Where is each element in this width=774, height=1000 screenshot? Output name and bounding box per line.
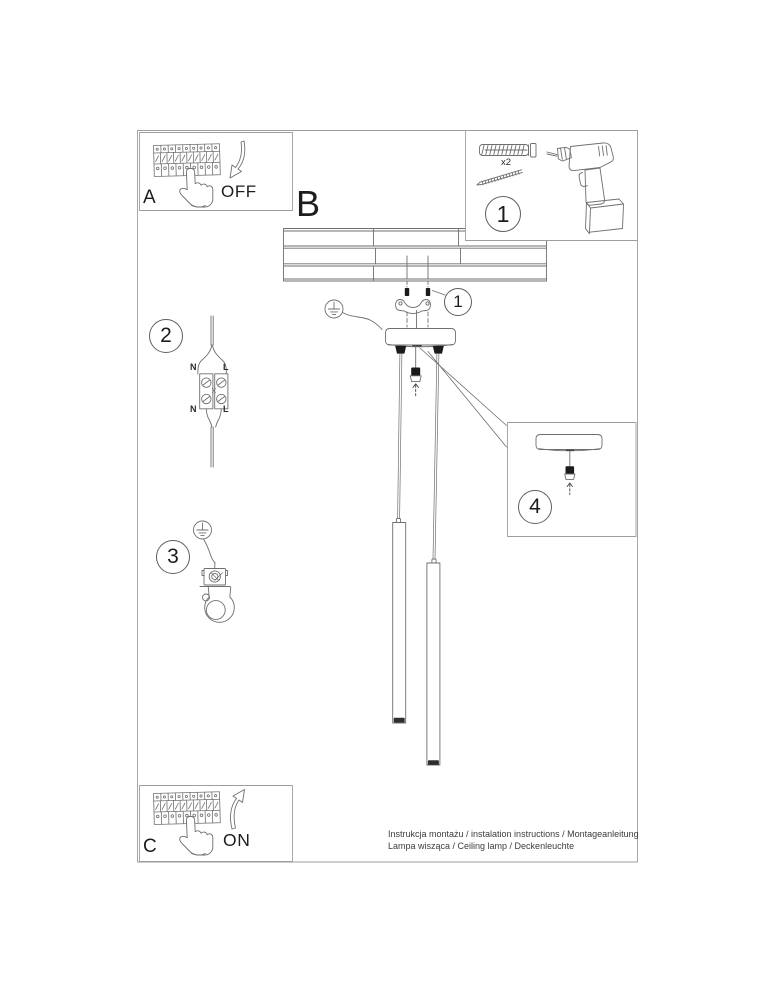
canopy: [385, 328, 456, 346]
ground-icon: [193, 520, 212, 540]
terminal-n-top: N: [190, 362, 197, 372]
ceiling-planks: [283, 228, 547, 282]
bracket-callout-badge: 1: [444, 288, 472, 316]
ground-clamp-diagram: [193, 520, 235, 623]
footer-text: Instrukcja montażu / instalation instruc…: [388, 829, 639, 852]
canopy-detail-screw: [565, 466, 575, 475]
wiring-step-badge: 2: [149, 319, 183, 353]
canopy-assembly: [385, 328, 456, 397]
terminal-l-bottom: L: [223, 404, 229, 414]
cord-grip: [395, 346, 407, 354]
mounting-hardware: [395, 255, 446, 329]
wiring-diagram: [197, 315, 229, 468]
ground-symbol-canopy: [324, 299, 383, 330]
mounting-plate: [199, 586, 235, 623]
ground-icon: [324, 299, 344, 319]
panel-a-label: A: [143, 187, 156, 208]
callout-leader: [432, 290, 446, 296]
canopy-screw: [411, 367, 421, 376]
panel-c-label: C: [143, 836, 157, 857]
bracket-callout-number: 1: [453, 292, 463, 311]
switch-off-panel: [139, 132, 293, 211]
ground-step-badge: 3: [156, 540, 190, 574]
arrow-up-icon: [230, 789, 245, 830]
footer-line-1: Instrukcja montażu / instalation instruc…: [388, 829, 639, 839]
canopy-detail-number: 4: [529, 495, 541, 518]
ground-step-number: 3: [167, 545, 179, 568]
canopy-detail-badge: 4: [518, 490, 552, 524]
switch-on-panel: [139, 785, 293, 862]
main-frame: [137, 130, 638, 863]
pendant-tube: [426, 562, 441, 766]
wall-plug-icon: [479, 143, 537, 158]
anchor-qty-label: x2: [501, 157, 512, 168]
on-label: ON: [223, 830, 251, 850]
step-b-label: B: [296, 183, 321, 224]
mounting-strap-icon: [395, 299, 431, 314]
mounting-screw-icon: [476, 169, 523, 186]
cord-grip: [432, 346, 444, 354]
tools-step-number: 1: [496, 200, 510, 227]
tools-step-badge: 1: [485, 196, 521, 232]
terminal-l-top: L: [223, 362, 229, 372]
terminal-n-bottom: N: [190, 404, 197, 414]
arrow-down-icon: [229, 140, 246, 179]
wiring-step-number: 2: [160, 324, 172, 347]
footer-line-2: Lampa wisząca / Ceiling lamp / Deckenleu…: [388, 840, 575, 851]
off-label: OFF: [221, 182, 257, 201]
canopy-detail: [535, 434, 603, 450]
detail-leader-lines: [419, 347, 507, 448]
pendant-cables-tubes: [392, 353, 441, 766]
pendant-tube: [392, 522, 407, 724]
drill-icon: [546, 142, 624, 235]
